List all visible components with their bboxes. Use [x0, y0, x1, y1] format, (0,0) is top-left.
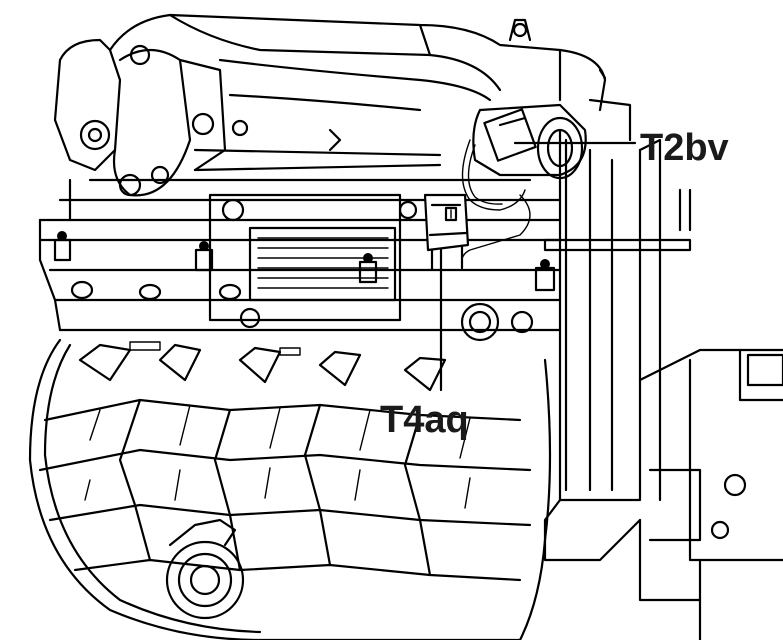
connector-t4aq	[423, 193, 470, 272]
right-housing	[543, 128, 783, 640]
exhaust-heat-shield	[28, 338, 552, 640]
sensor-t2bv	[460, 103, 587, 266]
bolt-left	[53, 231, 72, 262]
label-t2bv: T2bv	[640, 127, 729, 169]
leader-lines	[439, 141, 637, 392]
bolt-mid-left	[194, 241, 214, 272]
intake-manifold	[53, 13, 632, 197]
bolt-right	[534, 259, 556, 292]
cylinder-head	[38, 178, 562, 342]
cover-plate	[208, 193, 402, 322]
label-t4aq: T4aq	[380, 399, 469, 441]
